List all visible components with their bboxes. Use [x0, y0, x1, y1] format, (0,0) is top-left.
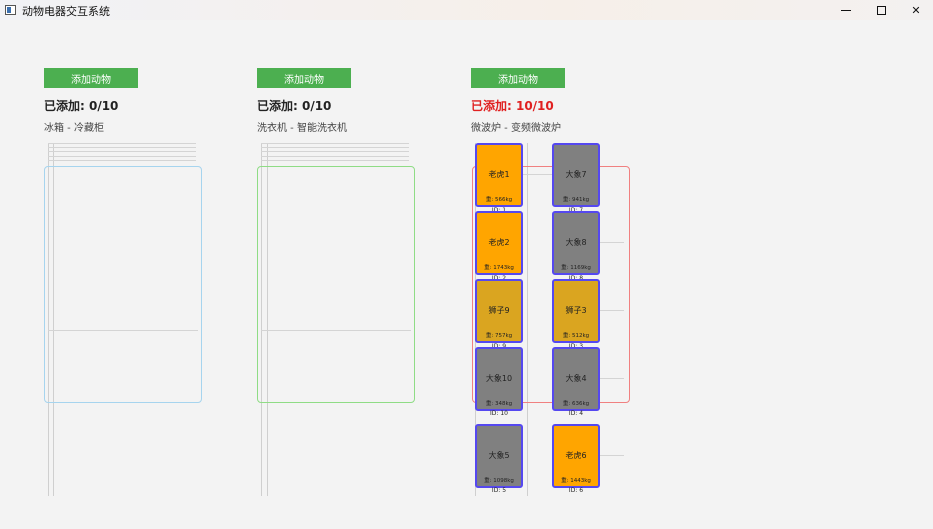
guide-line: [48, 147, 196, 148]
animal-weight: 重: 1098kg: [484, 478, 514, 484]
guide-line: [261, 156, 409, 157]
title-bar: 动物电器交互系统 ✕: [0, 0, 933, 20]
guide-line: [48, 143, 196, 144]
washer-container[interactable]: [257, 166, 415, 403]
guide-line: [48, 143, 49, 496]
animal-id: ID: 5: [491, 487, 507, 494]
guide-line: [48, 156, 196, 157]
appliance-label-fridge: 冰箱 - 冷藏柜: [44, 123, 104, 134]
animal-id: ID: 9: [491, 343, 507, 347]
animal-id: ID: 8: [568, 275, 584, 279]
animal-name: 老虎2: [488, 238, 510, 247]
animal-card[interactable]: 大象7 重: 941kg: [552, 143, 600, 207]
minimize-button[interactable]: [829, 0, 863, 20]
added-count-washer: 已添加: 0/10: [257, 99, 332, 113]
animal-id: ID: 2: [491, 275, 507, 279]
app-window-icon: [5, 5, 16, 15]
animal-weight: 重: 566kg: [485, 197, 513, 203]
add-animal-button-fridge[interactable]: 添加动物: [44, 68, 138, 88]
animal-weight: 重: 1169kg: [561, 265, 591, 271]
animal-weight: 重: 512kg: [562, 333, 590, 339]
guide-line: [600, 455, 624, 456]
animal-name: 狮子3: [565, 306, 587, 315]
guide-line: [600, 242, 624, 243]
animal-card[interactable]: 大象8 重: 1169kg: [552, 211, 600, 275]
guide-line: [527, 143, 528, 496]
animal-name: 大象5: [488, 451, 510, 460]
animal-weight: 重: 348kg: [485, 401, 513, 407]
guide-line: [261, 151, 409, 152]
animal-name: 大象4: [565, 374, 587, 383]
animal-card[interactable]: 老虎2 重: 1743kg: [475, 211, 523, 275]
animal-id: ID: 3: [568, 343, 584, 347]
added-count-fridge: 已添加: 0/10: [44, 99, 119, 113]
maximize-button[interactable]: [864, 0, 898, 20]
animal-weight: 重: 636kg: [562, 401, 590, 407]
guide-line: [261, 147, 409, 148]
animal-card[interactable]: 大象5 重: 1098kg: [475, 424, 523, 488]
guide-line: [261, 330, 411, 331]
animal-id: ID: 7: [568, 207, 584, 211]
animal-id: ID: 1: [491, 207, 507, 211]
animal-card[interactable]: 大象4 重: 636kg: [552, 347, 600, 411]
appliance-label-washer: 洗衣机 - 智能洗衣机: [257, 123, 347, 134]
close-icon: ✕: [911, 3, 921, 17]
guide-line: [267, 143, 268, 496]
fridge-container[interactable]: [44, 166, 202, 403]
animal-weight: 重: 757kg: [485, 333, 513, 339]
appliance-label-microwave: 微波炉 - 变频微波炉: [471, 123, 561, 134]
close-button[interactable]: ✕: [899, 0, 933, 20]
microwave-container[interactable]: [472, 166, 630, 403]
window-title: 动物电器交互系统: [22, 5, 110, 18]
add-animal-button-microwave[interactable]: 添加动物: [471, 68, 565, 88]
guide-line: [600, 310, 624, 311]
guide-line: [600, 378, 624, 379]
minimize-icon: [841, 9, 851, 11]
animal-id: ID: 4: [568, 410, 584, 417]
animal-card[interactable]: 老虎6 重: 1443kg: [552, 424, 600, 488]
animal-card[interactable]: 大象10 重: 348kg: [475, 347, 523, 411]
animal-weight: 重: 1743kg: [484, 265, 514, 271]
maximize-icon: [876, 5, 886, 15]
animal-name: 大象8: [565, 238, 587, 247]
guide-line: [523, 174, 553, 175]
add-animal-button-washer[interactable]: 添加动物: [257, 68, 351, 88]
guide-line: [48, 330, 198, 331]
guide-line: [261, 143, 262, 496]
animal-name: 大象7: [565, 170, 587, 179]
animal-card[interactable]: 老虎1 重: 566kg: [475, 143, 523, 207]
guide-line: [53, 143, 54, 496]
guide-line: [48, 160, 196, 161]
added-count-microwave: 已添加: 10/10: [471, 99, 554, 113]
animal-card[interactable]: 狮子3 重: 512kg: [552, 279, 600, 343]
animal-id: ID: 6: [568, 487, 584, 494]
guide-line: [261, 143, 409, 144]
animal-name: 老虎6: [565, 451, 587, 460]
guide-line: [261, 160, 409, 161]
animal-weight: 重: 1443kg: [561, 478, 591, 484]
animal-name: 老虎1: [488, 170, 510, 179]
animal-weight: 重: 941kg: [562, 197, 590, 203]
animal-card[interactable]: 狮子9 重: 757kg: [475, 279, 523, 343]
guide-line: [48, 151, 196, 152]
animal-name: 大象10: [485, 374, 513, 383]
animal-id: ID: 10: [490, 410, 508, 417]
animal-name: 狮子9: [488, 306, 510, 315]
